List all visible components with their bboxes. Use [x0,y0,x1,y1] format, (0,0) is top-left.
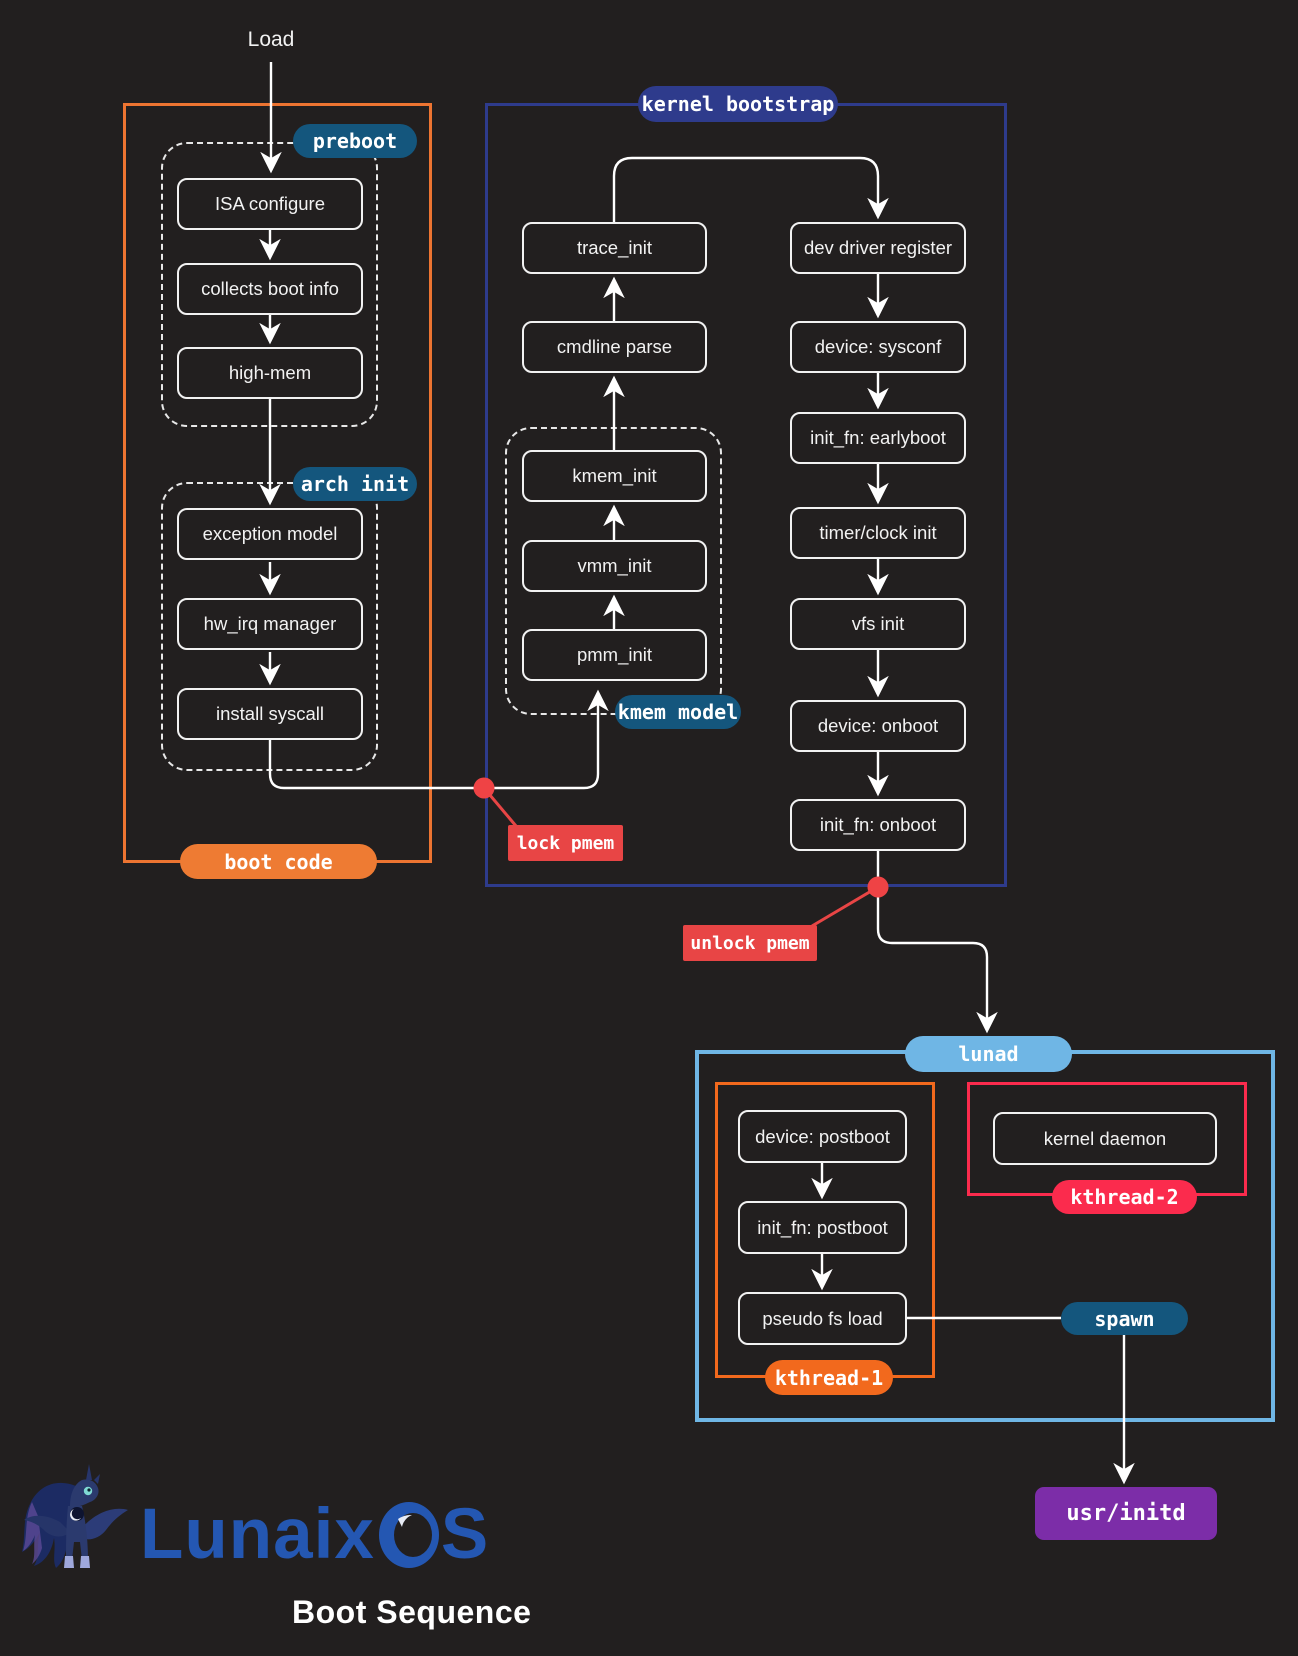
node-pseudo-fs-load: pseudo fs load [738,1292,907,1345]
spawn-pill: spawn [1061,1302,1188,1335]
node-exception-model: exception model [177,508,363,560]
node-init-fn-postboot: init_fn: postboot [738,1201,907,1254]
node-init-fn-earlyboot: init_fn: earlyboot [790,412,966,464]
node-device-postboot: device: postboot [738,1110,907,1163]
logo-text-suffix: S [440,1495,490,1574]
logo-wordmark: Lunaix S [140,1495,489,1575]
unlock-pmem-tag: unlock pmem [683,925,817,961]
node-device-onboot: device: onboot [790,700,966,752]
diagram-title: Boot Sequence [292,1594,532,1630]
node-device-sysconf: device: sysconf [790,321,966,373]
node-high-mem: high-mem [177,347,363,399]
node-timer-clock-init: timer/clock init [790,507,966,559]
preboot-group-pill: preboot [293,124,417,158]
node-vfs-init: vfs init [790,598,966,650]
lock-pmem-tag: lock pmem [508,825,623,861]
node-collects-boot-info: collects boot info [177,263,363,315]
node-install-syscall: install syscall [177,688,363,740]
lunad-group-pill: lunad [905,1036,1072,1072]
kmem-model-group-pill: kmem model [615,695,741,729]
node-kernel-daemon: kernel daemon [993,1112,1217,1165]
boot-code-group-pill: boot code [180,844,377,879]
load-label: Load [247,28,295,51]
node-hw-irq-manager: hw_irq manager [177,598,363,650]
luna-pony-logo [22,1464,128,1568]
node-vmm-init: vmm_init [522,540,707,592]
node-dev-driver-register: dev driver register [790,222,966,274]
node-cmdline-parse: cmdline parse [522,321,707,373]
node-pmm-init: pmm_init [522,629,707,681]
node-init-fn-onboot: init_fn: onboot [790,799,966,851]
logo-moon-o-icon [378,1502,439,1568]
kthread-1-group-pill: kthread-1 [765,1360,893,1395]
logo-text-prefix: Lunaix [140,1495,375,1574]
kernel-bootstrap-group-pill: kernel bootstrap [638,86,838,122]
arch-init-group-pill: arch init [293,467,417,501]
kthread-2-group-pill: kthread-2 [1052,1180,1197,1214]
node-isa-configure: ISA configure [177,178,363,230]
usr-initd-node: usr/initd [1035,1487,1217,1540]
node-kmem-init: kmem_init [522,450,707,502]
node-trace-init: trace_init [522,222,707,274]
leader-unlock-pmem [811,885,879,928]
